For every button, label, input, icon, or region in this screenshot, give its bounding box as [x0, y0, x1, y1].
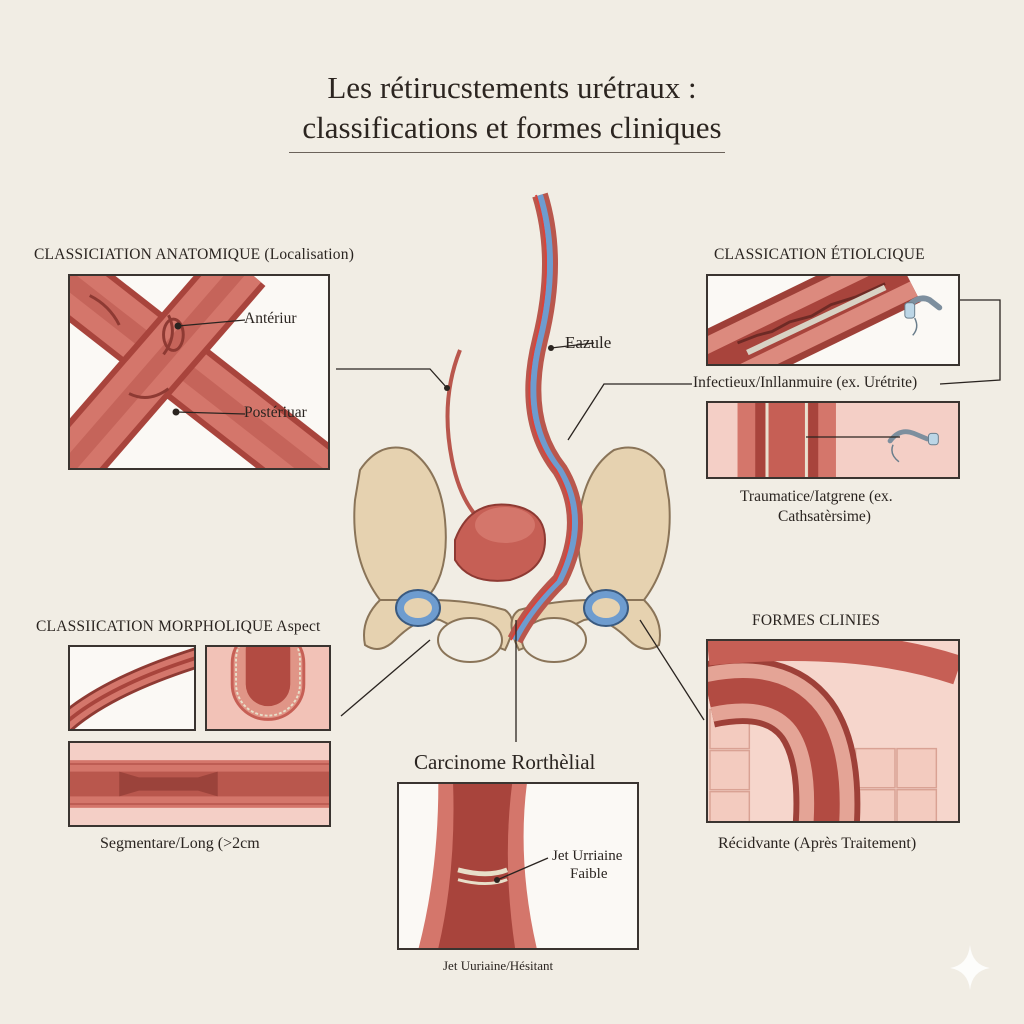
- catheter-icon: [904, 295, 943, 336]
- morphologique-panel-segment: [68, 741, 331, 827]
- heading-formes-cliniques: FORMES CLINIES: [752, 612, 881, 629]
- caption-formes-cliniques: Récidvante (Après Traitement): [718, 835, 917, 852]
- heading-anatomique: CLASSICIATION ANATOMIQUE (Localisation): [34, 246, 355, 263]
- anatomique-panel: [68, 274, 330, 470]
- label-jet-line2: Faible: [570, 866, 608, 882]
- caption-carcinome: Jet Uuriaine/Hésitant: [443, 958, 554, 973]
- caption-traumatique-line2: Cathsatèrsime): [778, 508, 871, 525]
- heading-morphologique: CLASSIICATION MORPHOLIQUE Aspect: [36, 618, 321, 635]
- carcinome-panel: [397, 782, 639, 950]
- heading-carcinome: Carcinome Rorthèlial: [414, 750, 596, 774]
- etiologique-panel-infectieux: [706, 274, 960, 366]
- title-divider: [289, 152, 725, 153]
- morphologique-panel-curve: [68, 645, 196, 731]
- caption-infectieux: Infectieux/Inllanmuire (ex. Urétrite): [693, 374, 918, 391]
- label-posterior: Postériuar: [244, 404, 307, 421]
- etiologique-panel-traumatique: [706, 401, 960, 479]
- caption-traumatique-line1: Traumatice/Iatgrene (ex.: [740, 488, 893, 505]
- label-anterior: Antériur: [244, 310, 297, 327]
- caption-morphologique: Segmentare/Long (>2cm: [100, 835, 260, 852]
- catheter-icon: [887, 429, 939, 463]
- label-eazule: Eazule: [565, 333, 612, 352]
- label-jet-line1: Jet Urriaine: [552, 848, 623, 864]
- sparkle-icon: [950, 945, 990, 990]
- page-subtitle: classifications et formes cliniques: [302, 110, 722, 145]
- formes-cliniques-panel: [706, 639, 960, 823]
- urethra-crossing-illustration: [70, 276, 328, 468]
- heading-etiologique: CLASSICATION ÉTIOLCIQUE: [714, 246, 925, 263]
- page-title: Les rétirucstements urétraux :: [327, 70, 697, 105]
- morphologique-panel-lumen: [205, 645, 331, 731]
